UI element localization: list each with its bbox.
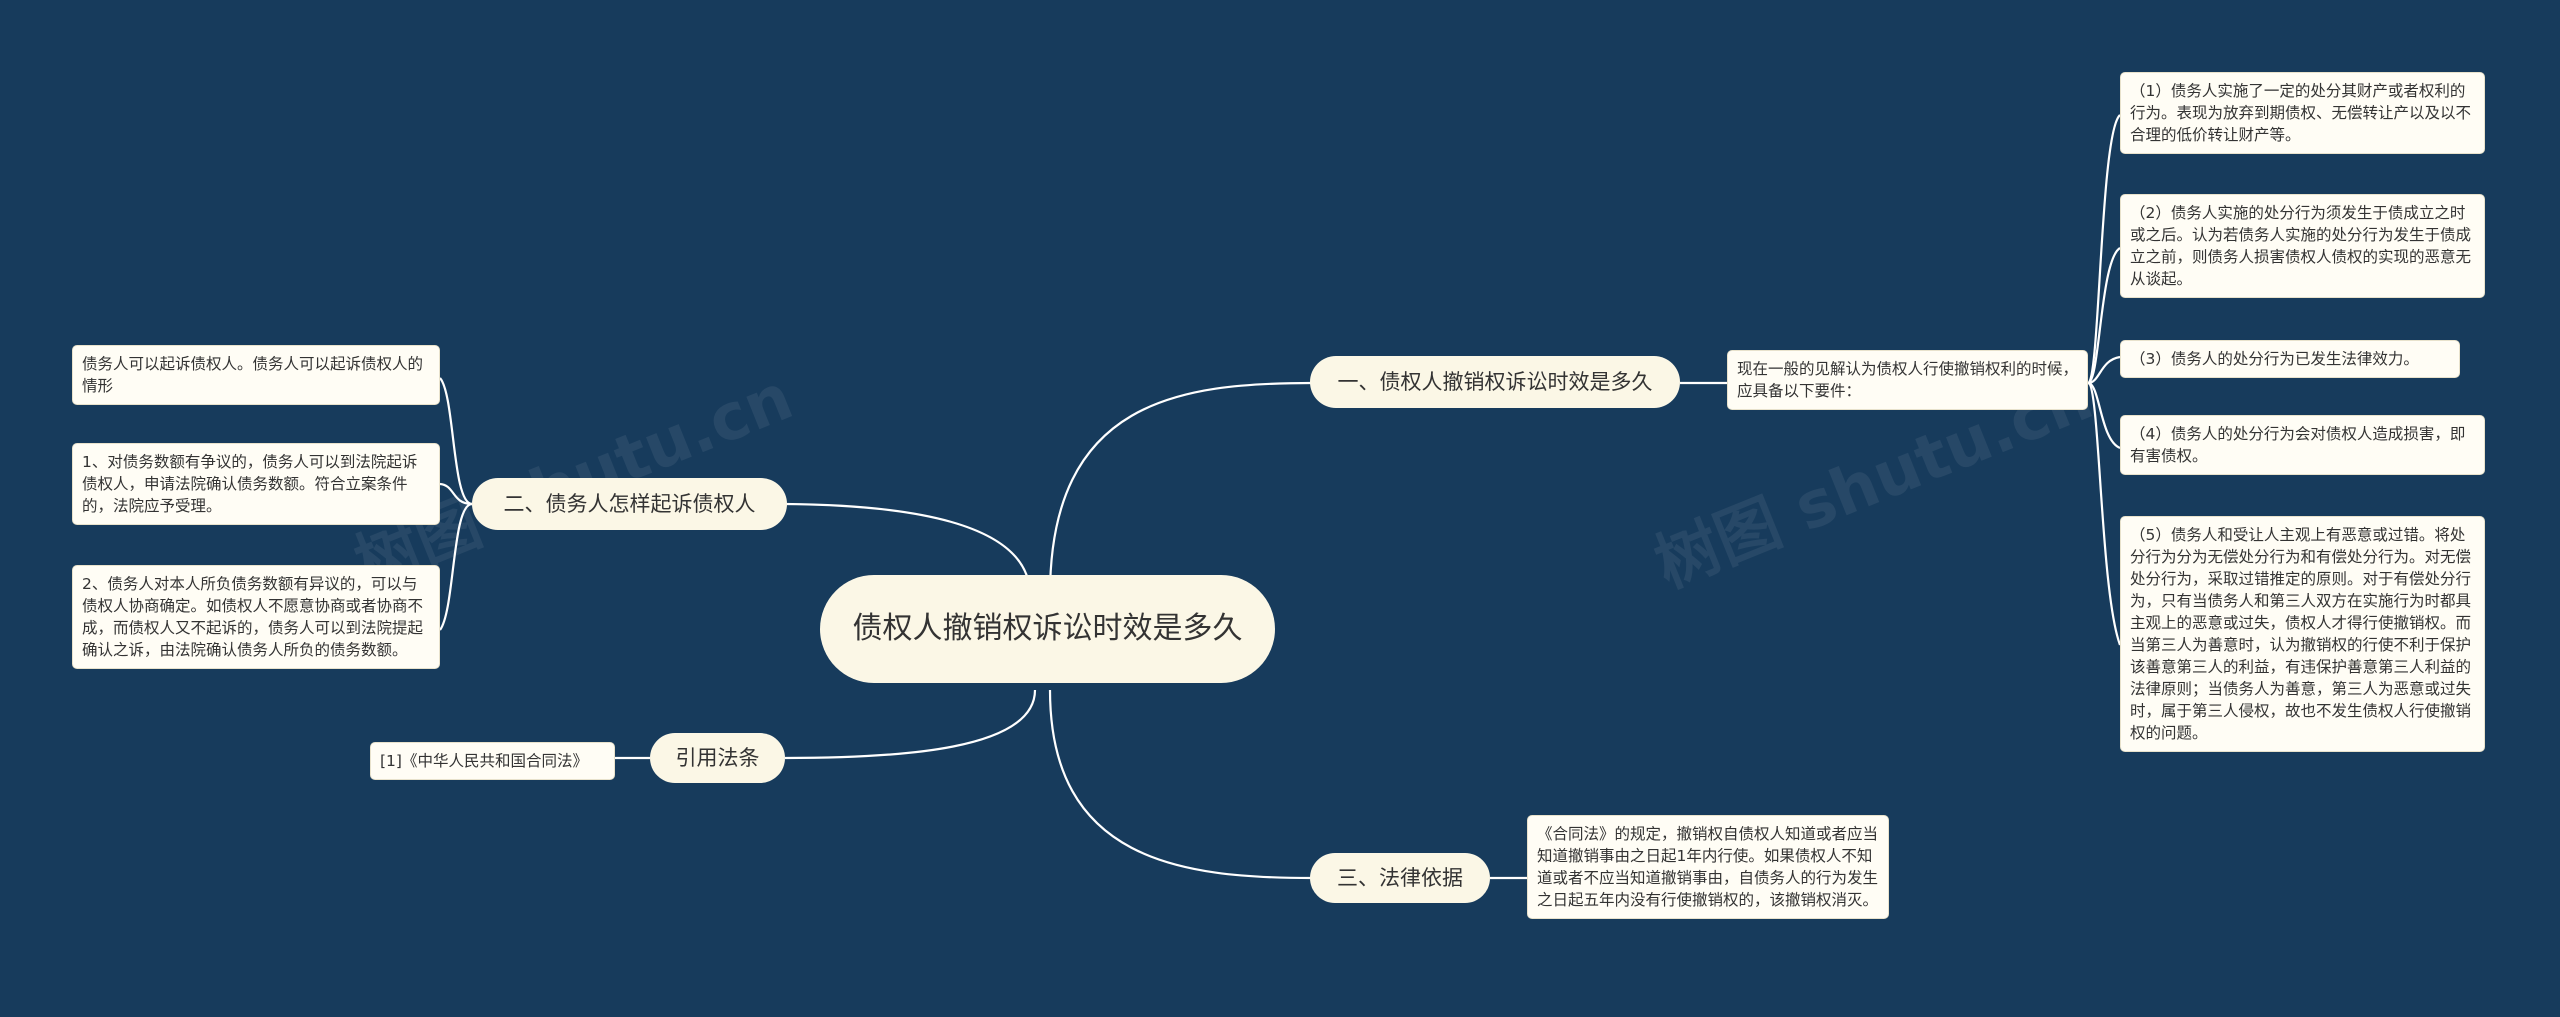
leaf-text: 现在一般的见解认为债权人行使撤销权利的时候，应具备以下要件： [1737,360,2079,400]
leaf-text: （1）债务人实施了一定的处分其财产或者权利的行为。表现为放弃到期债权、无偿转让产… [2130,82,2472,144]
b1-item-node-3[interactable]: （3）债务人的处分行为已发生法律效力。 [2120,340,2460,378]
leaf-text: （4）债务人的处分行为会对债权人造成损害，即有害债权。 [2130,425,2466,465]
branch-label: 引用法条 [675,746,760,770]
b1-item-node-5[interactable]: （5）债务人和受让人主观上有恶意或过错。将处分行为分为无偿处分行为和有偿处分行为… [2120,516,2485,752]
branch-node-1[interactable]: 一、债权人撤销权诉讼时效是多久 [1310,356,1680,408]
leaf-text: 《合同法》的规定，撤销权自债权人知道或者应当知道撤销事由之日起1年内行使。如果债… [1537,825,1879,909]
b3-item-node-1[interactable]: [1]《中华人民共和国合同法》 [370,742,615,780]
branch-node-3[interactable]: 引用法条 [650,733,785,783]
branch-node-2[interactable]: 二、债务人怎样起诉债权人 [472,478,787,530]
leaf-text: [1]《中华人民共和国合同法》 [380,752,588,770]
branch-label: 一、债权人撤销权诉讼时效是多久 [1337,370,1653,394]
root-label: 债权人撤销权诉讼时效是多久 [852,611,1243,646]
b1-item-node-4[interactable]: （4）债务人的处分行为会对债权人造成损害，即有害债权。 [2120,415,2485,475]
b2-item-node-3[interactable]: 2、债务人对本人所负债务数额有异议的，可以与债权人协商确定。如债权人不愿意协商或… [72,565,440,669]
b1-item-node-2[interactable]: （2）债务人实施的处分行为须发生于债成立之时或之后。认为若债务人实施的处分行为发… [2120,194,2485,298]
branch-node-4[interactable]: 三、法律依据 [1310,853,1490,903]
b4-item-node-1[interactable]: 《合同法》的规定，撤销权自债权人知道或者应当知道撤销事由之日起1年内行使。如果债… [1527,815,1889,919]
leaf-text: 1、对债务数额有争议的，债务人可以到法院起诉债权人，申请法院确认债务数额。符合立… [82,453,418,515]
b2-item-node-2[interactable]: 1、对债务数额有争议的，债务人可以到法院起诉债权人，申请法院确认债务数额。符合立… [72,443,440,525]
branch-label: 三、法律依据 [1337,866,1463,890]
leaf-text: 2、债务人对本人所负债务数额有异议的，可以与债权人协商确定。如债权人不愿意协商或… [82,575,424,659]
leaf-text: （2）债务人实施的处分行为须发生于债成立之时或之后。认为若债务人实施的处分行为发… [2130,204,2472,288]
branch-label: 二、债务人怎样起诉债权人 [503,492,756,516]
leaf-text: （5）债务人和受让人主观上有恶意或过错。将处分行为分为无偿处分行为和有偿处分行为… [2130,526,2472,742]
b2-item-node-1[interactable]: 债务人可以起诉债权人。债务人可以起诉债权人的情形 [72,345,440,405]
root-node[interactable]: 债权人撤销权诉讼时效是多久 [820,575,1275,683]
b1-item-node-1[interactable]: （1）债务人实施了一定的处分其财产或者权利的行为。表现为放弃到期债权、无偿转让产… [2120,72,2485,154]
b1-intro-node[interactable]: 现在一般的见解认为债权人行使撤销权利的时候，应具备以下要件： [1727,350,2088,410]
leaf-text: （3）债务人的处分行为已发生法律效力。 [2130,350,2419,368]
leaf-text: 债务人可以起诉债权人。债务人可以起诉债权人的情形 [82,355,424,395]
